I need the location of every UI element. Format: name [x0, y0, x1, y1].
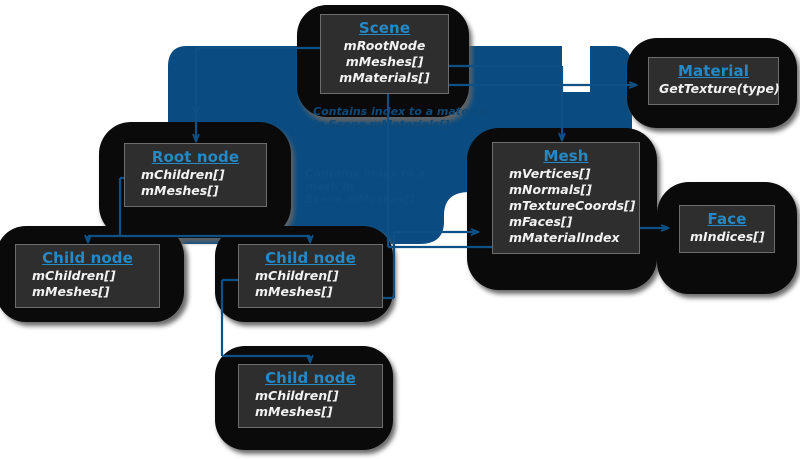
node-child-3-field-0: mChildren[]	[255, 388, 339, 403]
node-child-2-field-1: mMeshes[]	[255, 284, 333, 299]
node-child-3-field-1: mMeshes[]	[255, 404, 333, 419]
node-root[interactable]: Root node mChildren[] mMeshes[]	[124, 143, 267, 207]
node-face-title: Face	[707, 210, 747, 228]
node-material-title: Material	[678, 62, 749, 80]
node-child-3-title: Child node	[265, 369, 356, 387]
annotation-mesh-index: Contains index to a mesh in Scene.mMeshe…	[305, 167, 426, 206]
node-material[interactable]: Material GetTexture(type)	[648, 57, 780, 105]
annotation-material-index: Contains index to a material in Scene.mM…	[313, 105, 489, 131]
node-child-1-title: Child node	[42, 249, 133, 267]
node-child-1-field-0: mChildren[]	[32, 268, 116, 283]
node-mesh-field-2: mTextureCoords[]	[509, 198, 636, 213]
node-mesh[interactable]: Mesh mVertices[] mNormals[] mTextureCoor…	[492, 142, 640, 254]
node-child-2-title: Child node	[265, 249, 356, 267]
node-root-title: Root node	[151, 148, 240, 166]
node-scene-field-2: mMaterials[]	[339, 70, 430, 85]
node-face[interactable]: Face mIndices[]	[679, 205, 775, 253]
node-child-1-field-1: mMeshes[]	[32, 284, 110, 299]
node-child-2[interactable]: Child node mChildren[] mMeshes[]	[238, 244, 383, 308]
node-scene[interactable]: Scene mRootNode mMeshes[] mMaterials[]	[320, 14, 449, 94]
node-mesh-field-4: mMaterialIndex	[509, 230, 620, 245]
node-material-field-0: GetTexture(type)	[659, 81, 780, 96]
node-child-3[interactable]: Child node mChildren[] mMeshes[]	[238, 364, 383, 428]
node-mesh-field-0: mVertices[]	[509, 166, 591, 181]
node-scene-field-0: mRootNode	[343, 38, 426, 53]
node-mesh-field-1: mNormals[]	[509, 182, 592, 197]
node-root-field-0: mChildren[]	[141, 167, 225, 182]
node-child-1[interactable]: Child node mChildren[] mMeshes[]	[15, 244, 160, 308]
node-mesh-title: Mesh	[543, 147, 589, 165]
node-face-field-0: mIndices[]	[690, 229, 765, 244]
node-root-field-1: mMeshes[]	[141, 183, 219, 198]
node-mesh-field-3: mFaces[]	[509, 214, 573, 229]
node-child-2-field-0: mChildren[]	[255, 268, 339, 283]
node-scene-title: Scene	[358, 19, 411, 37]
node-scene-field-1: mMeshes[]	[345, 54, 424, 69]
